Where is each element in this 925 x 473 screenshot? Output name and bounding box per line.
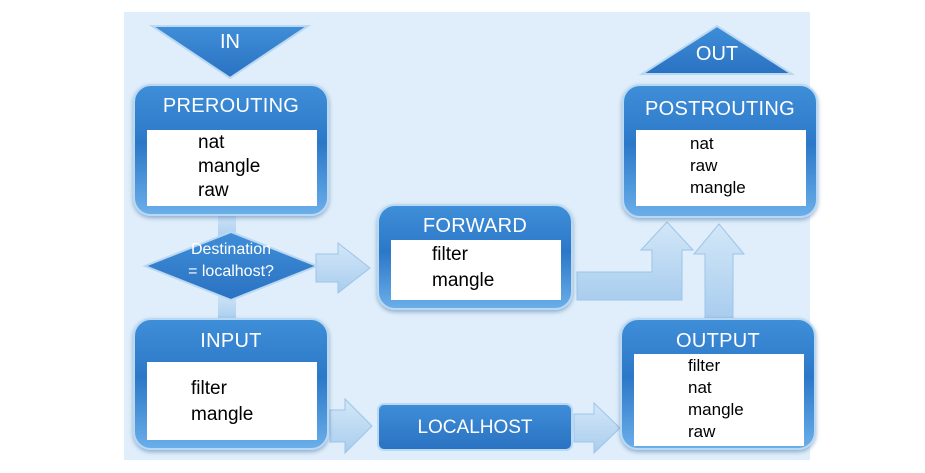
prerouting-table-nat: nat (198, 132, 225, 153)
output-box: OUTPUT filter nat mangle raw (620, 318, 816, 450)
input-title: INPUT (200, 330, 262, 352)
decision-line2: = localhost? (188, 263, 274, 280)
out-triangle (638, 24, 796, 75)
output-title: OUTPUT (675, 330, 761, 352)
localhost-bar (377, 403, 573, 451)
decision-diamond (142, 230, 320, 302)
in-label: IN (220, 31, 240, 53)
postrouting-table-mangle: mangle (690, 178, 746, 197)
input-table-filter: filter (191, 378, 227, 399)
postrouting-table-raw: raw (690, 156, 718, 175)
out-label: OUT (695, 43, 739, 65)
postrouting-table-nat: nat (690, 134, 714, 153)
forward-box: FORWARD filter mangle (377, 204, 573, 310)
prerouting-box: PREROUTING nat mangle raw (133, 84, 329, 216)
in-triangle (148, 25, 312, 80)
output-table-filter: filter (688, 356, 721, 375)
arrow-to-forward (315, 241, 371, 295)
postrouting-title: POSTROUTING (645, 98, 795, 120)
output-tables: filter nat mangle raw (634, 354, 804, 446)
localhost-label: LOCALHOST (417, 417, 533, 438)
postrouting-tables: nat raw mangle (636, 130, 806, 206)
decision-line1: Destination (190, 241, 272, 258)
output-table-mangle: mangle (688, 400, 744, 419)
prerouting-tables: nat mangle raw (147, 130, 317, 206)
arrow-output-to-postrouting (692, 223, 746, 319)
prerouting-table-mangle: mangle (198, 156, 261, 177)
output-table-nat: nat (688, 378, 712, 397)
arrow-input-to-localhost (329, 397, 373, 455)
arrow-localhost-to-output (573, 401, 621, 455)
forward-table-filter: filter (432, 244, 468, 265)
input-table-mangle: mangle (191, 404, 254, 425)
input-tables: filter mangle (147, 362, 317, 440)
prerouting-title: PREROUTING (162, 95, 300, 117)
forward-tables: filter mangle (391, 240, 561, 300)
input-box: INPUT filter mangle (133, 318, 329, 450)
arrow-forward-to-postrouting (576, 221, 695, 301)
output-table-raw: raw (688, 422, 716, 441)
forward-title: FORWARD (422, 215, 528, 237)
postrouting-box: POSTROUTING nat raw mangle (622, 84, 818, 218)
prerouting-table-raw: raw (198, 180, 229, 201)
forward-table-mangle: mangle (432, 270, 495, 291)
